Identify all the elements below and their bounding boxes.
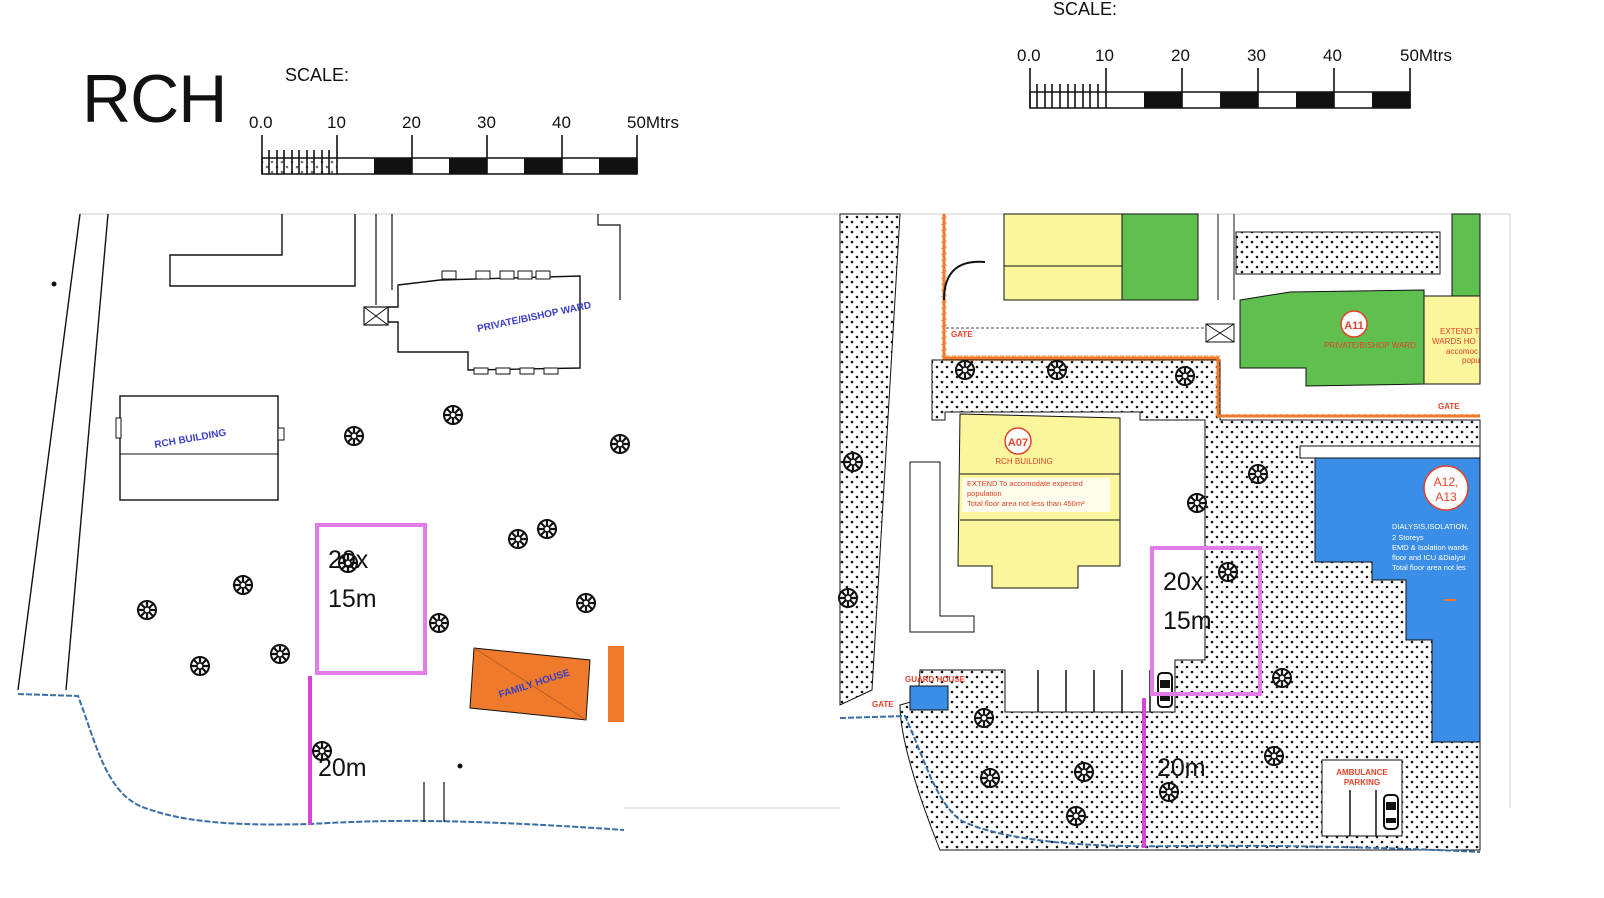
right-site-plan: GATE GATE A11 PRIVATE/BISHOP WARD EXTEND… (836, 213, 1481, 853)
right-a12-note-line-2: 2 Storeys (1392, 533, 1424, 542)
left-rch-building: RCH BUILDING (115, 395, 285, 501)
right-a07-note-line-3: Total floor area not less than 450m² (967, 499, 1085, 508)
left-distance-label: 20m (318, 754, 367, 782)
right-a07-note-line-1: EXTEND To accomodate expected (967, 479, 1083, 488)
right-gate-top-label: GATE (951, 330, 973, 339)
right-a11-extend-line-4: popu (1462, 356, 1480, 365)
left-family-house: FAMILY HOUSE (469, 646, 624, 722)
right-scale-tick-20: 20 (1171, 46, 1190, 65)
right-a11-name: PRIVATE/BISHOP WARD (1324, 341, 1416, 350)
left-scale-bar: SCALE: 0.0 10 20 30 40 50Mtrs (249, 65, 679, 175)
left-scale-tick-40: 40 (552, 113, 571, 132)
right-a11-extend-line-3: accomoc (1446, 347, 1478, 356)
right-guard-house (909, 685, 949, 711)
right-gate-bottom-label: GATE (872, 700, 894, 709)
right-scale-tick-50: 50Mtrs (1400, 46, 1452, 65)
right-a12-tag-line-2: A13 (1435, 490, 1457, 504)
left-scale-tick-20: 20 (402, 113, 421, 132)
left-site-plan: PRIVATE/BISHOP WARD RCH BUILDING FAMILY … (17, 213, 632, 831)
right-proposal-dim-1: 20x (1163, 568, 1204, 596)
right-ambulance-label-2: PARKING (1344, 778, 1380, 787)
right-ambulance-label-1: AMBULANCE (1336, 768, 1388, 777)
right-a07-name: RCH BUILDING (995, 457, 1052, 466)
right-a11-tag: A11 (1344, 320, 1364, 332)
right-scale-label: SCALE: (1053, 0, 1117, 19)
right-guard-house-label: GUARD HOUSE (905, 675, 966, 684)
right-a07-building: A07 RCH BUILDING EXTEND To accomodate ex… (957, 413, 1121, 589)
left-scale-tick-10: 10 (327, 113, 346, 132)
left-private-ward-building: PRIVATE/BISHOP WARD (363, 270, 592, 375)
left-proposal-dim-1: 20x (328, 546, 369, 574)
right-a11-extend-line-1: EXTEND T (1440, 327, 1480, 336)
right-scale-tick-30: 30 (1247, 46, 1266, 65)
right-gate-right-label: GATE (1438, 402, 1460, 411)
left-scale-tick-0: 0.0 (249, 113, 273, 132)
right-a12-note-line-4: floor and ICU &Dialysi (1392, 553, 1466, 562)
left-proposal-box (315, 523, 427, 675)
right-proposal-dim-2: 15m (1163, 607, 1212, 635)
right-scale-tick-10: 10 (1095, 46, 1114, 65)
left-scale-label: SCALE: (285, 65, 349, 85)
right-a07-tag: A07 (1008, 437, 1028, 449)
right-scale-bar: SCALE: 0.0 10 20 30 40 50Mtrs (1017, 0, 1452, 109)
right-scale-tick-40: 40 (1323, 46, 1342, 65)
right-a12-tag-line-1: A12, (1434, 475, 1459, 489)
right-a11-extend-line-2: WARDS HO (1432, 337, 1476, 346)
right-a12-note-line-1: DIALYSIS,ISOLATION, (1392, 522, 1469, 531)
right-a07-note-line-2: population (967, 489, 1002, 498)
right-a12-note-line-5: Total floor area not les (1392, 563, 1466, 572)
right-a12-note-line-3: EMD & Isolation wards (1392, 543, 1468, 552)
slide-title: RCH (82, 61, 227, 137)
right-a11-building: A11 PRIVATE/BISHOP WARD EXTEND T WARDS H… (1205, 289, 1481, 387)
left-proposal-dim-2: 15m (328, 585, 377, 613)
right-proposal-box (1150, 546, 1262, 696)
left-site-boundary (17, 693, 625, 831)
right-a12-a13-building: A12, A13 DIALYSIS,ISOLATION, 2 Storeys E… (1314, 457, 1481, 743)
left-scale-tick-30: 30 (477, 113, 496, 132)
right-site-boundary (839, 714, 1481, 853)
right-distance-label: 20m (1157, 754, 1206, 782)
left-scale-tick-50: 50Mtrs (627, 113, 679, 132)
right-scale-tick-0: 0.0 (1017, 46, 1041, 65)
